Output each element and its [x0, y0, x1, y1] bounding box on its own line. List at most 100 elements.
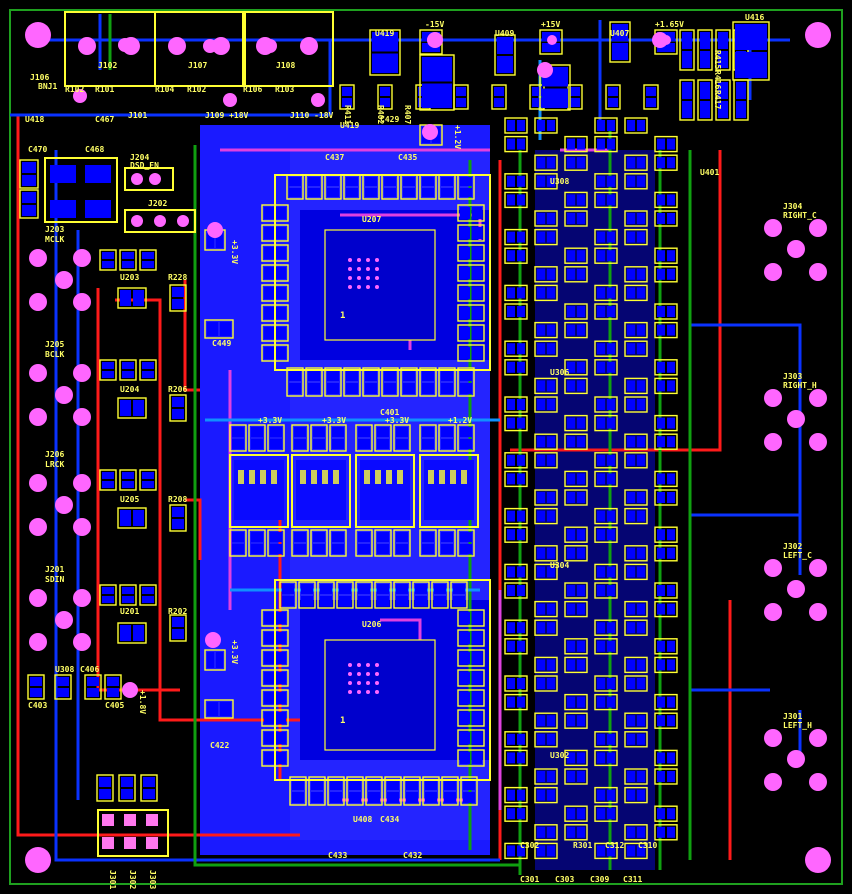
smd-part	[504, 396, 528, 413]
part-pad	[308, 177, 320, 186]
part-pad	[472, 672, 482, 684]
smd-part	[393, 424, 411, 452]
part-pad	[102, 472, 114, 479]
part-pad	[460, 370, 472, 381]
part-outline	[624, 489, 648, 506]
part-pad	[537, 771, 545, 782]
part-pad	[264, 652, 274, 664]
part-outline	[654, 712, 678, 729]
part-pad	[547, 715, 555, 727]
part-pad	[567, 306, 575, 317]
part-pad	[646, 87, 656, 96]
part-outline	[594, 805, 618, 822]
part-pad	[294, 427, 306, 437]
part-pad	[607, 120, 615, 131]
label-u201: U201	[120, 607, 139, 616]
part-pad	[597, 845, 605, 857]
part-outline	[624, 377, 648, 395]
smd-components	[19, 21, 770, 860]
part-pad	[682, 51, 692, 68]
part-pad	[472, 692, 482, 704]
part-outline	[329, 529, 347, 557]
part-outline	[169, 504, 187, 532]
label-j109: J109 +18V	[205, 111, 249, 120]
label-u405: U409	[495, 29, 514, 38]
part-outline	[504, 563, 528, 581]
part-outline	[504, 470, 528, 488]
jumper-pin	[131, 173, 143, 185]
part-pad	[577, 194, 585, 206]
part-pad	[507, 510, 515, 522]
label-c434: C434	[380, 815, 399, 824]
part-outline	[504, 452, 528, 469]
part-pad	[517, 566, 525, 578]
part-pad	[207, 652, 214, 668]
ic-via	[366, 672, 370, 676]
part-pad	[517, 120, 525, 131]
jack-pin	[787, 410, 805, 428]
mounting-holes	[25, 22, 831, 873]
part-pad	[637, 547, 645, 559]
regulator-pin	[386, 470, 392, 484]
smd-part	[564, 154, 588, 171]
part-outline	[450, 581, 468, 609]
part-outline	[654, 414, 678, 432]
part-pad	[172, 287, 184, 297]
smd-part	[594, 638, 618, 655]
label-u207: U207	[362, 215, 381, 224]
connector-body	[154, 11, 246, 87]
part-pad	[547, 603, 555, 615]
part-outline	[457, 324, 485, 342]
part-outline	[329, 424, 347, 452]
part-outline	[654, 749, 678, 767]
part-pad	[657, 157, 665, 169]
part-outline	[298, 581, 316, 609]
part-outline	[564, 359, 588, 376]
part-pad	[667, 436, 675, 448]
part-outline	[594, 638, 618, 655]
part-pad	[294, 544, 306, 554]
jack-pin	[29, 589, 47, 607]
part-pad	[607, 752, 615, 764]
part-pad	[607, 417, 615, 429]
part-pad	[456, 87, 466, 96]
label-c422: C422	[210, 741, 229, 750]
part-pad	[537, 380, 545, 392]
part-pad	[264, 207, 274, 219]
part-pad	[264, 227, 274, 239]
smd-part	[594, 228, 618, 246]
part-pad	[422, 188, 434, 197]
part-outline	[457, 609, 485, 627]
part-outline	[377, 84, 393, 110]
part-outline	[624, 340, 648, 357]
part-pad	[507, 529, 515, 541]
part-pad	[597, 733, 605, 745]
part-pad	[415, 596, 427, 606]
part-pad	[537, 659, 545, 671]
regulator-pin	[322, 470, 328, 484]
part-outline	[624, 154, 648, 171]
part-pad	[682, 32, 692, 49]
part-outline	[654, 656, 678, 674]
part-pad	[570, 98, 580, 107]
ic-via	[357, 681, 361, 685]
smd-part	[534, 842, 558, 860]
part-pad	[507, 789, 515, 801]
part-pad	[251, 439, 263, 449]
part-pad	[567, 808, 575, 820]
part-pad	[460, 632, 470, 644]
smd-part	[438, 424, 456, 452]
smd-part	[504, 452, 528, 469]
part-pad	[547, 771, 555, 782]
part-outline	[715, 79, 731, 121]
part-pad	[425, 792, 437, 803]
part-pad	[532, 87, 542, 96]
part-pad	[537, 678, 545, 689]
part-pad	[346, 188, 358, 197]
part-pad	[627, 287, 635, 299]
smd-part	[139, 584, 157, 606]
part-pad	[537, 845, 545, 857]
part-pad	[567, 585, 575, 596]
part-pad	[607, 510, 615, 522]
